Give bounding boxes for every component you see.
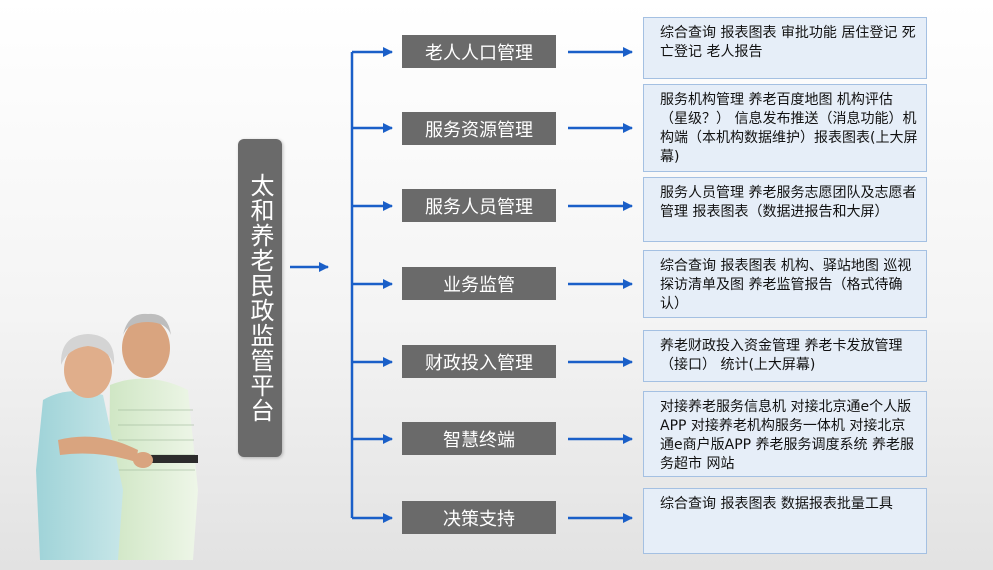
category-service-staff: 服务人员管理 (402, 189, 556, 222)
category-label: 老人人口管理 (425, 42, 533, 64)
category-label: 服务人员管理 (425, 196, 533, 218)
category-service-resources: 服务资源管理 (402, 112, 556, 145)
detail-text: 服务人员管理 养老服务志愿团队及志愿者管理 报表图表（数据进报告和大屏） (660, 185, 917, 220)
platform-title: 太和养老民政监管平台 (246, 173, 274, 423)
category-label: 决策支持 (443, 508, 515, 530)
detail-service-resources: 服务机构管理 养老百度地图 机构评估（星级？） 信息发布推送（消息功能）机构端（… (643, 84, 927, 172)
category-label: 智慧终端 (443, 429, 515, 451)
category-label: 财政投入管理 (425, 352, 533, 374)
detail-text: 综合查询 报表图表 审批功能 居住登记 死亡登记 老人报告 (660, 25, 916, 60)
category-fiscal-investment: 财政投入管理 (402, 345, 556, 378)
detail-elderly-population: 综合查询 报表图表 审批功能 居住登记 死亡登记 老人报告 (643, 17, 927, 79)
detail-smart-terminal: 对接养老服务信息机 对接北京通e个人版APP 对接养老机构服务一体机 对接北京通… (643, 391, 927, 477)
detail-text: 养老财政投入资金管理 养老卡发放管理（接口） 统计(上大屏幕) (660, 338, 903, 373)
detail-fiscal-investment: 养老财政投入资金管理 养老卡发放管理（接口） 统计(上大屏幕) (643, 330, 927, 382)
category-business-supervision: 业务监管 (402, 267, 556, 300)
detail-business-supervision: 综合查询 报表图表 机构、驿站地图 巡视探访清单及图 养老监管报告（格式待确认） (643, 250, 927, 318)
detail-service-staff: 服务人员管理 养老服务志愿团队及志愿者管理 报表图表（数据进报告和大屏） (643, 177, 927, 242)
detail-text: 综合查询 报表图表 数据报表批量工具 (660, 496, 893, 512)
category-label: 服务资源管理 (425, 119, 533, 141)
detail-decision-support: 综合查询 报表图表 数据报表批量工具 (643, 488, 927, 554)
category-label: 业务监管 (443, 274, 515, 296)
category-elderly-population: 老人人口管理 (402, 35, 556, 68)
detail-text: 综合查询 报表图表 机构、驿站地图 巡视探访清单及图 养老监管报告（格式待确认） (660, 258, 912, 312)
detail-text: 对接养老服务信息机 对接北京通e个人版APP 对接养老机构服务一体机 对接北京通… (660, 399, 914, 472)
category-decision-support: 决策支持 (402, 501, 556, 534)
detail-text: 服务机构管理 养老百度地图 机构评估（星级？） 信息发布推送（消息功能）机构端（… (660, 92, 918, 165)
category-smart-terminal: 智慧终端 (402, 422, 556, 455)
platform-title-box: 太和养老民政监管平台 (238, 139, 282, 457)
elderly-couple-image (36, 313, 198, 560)
